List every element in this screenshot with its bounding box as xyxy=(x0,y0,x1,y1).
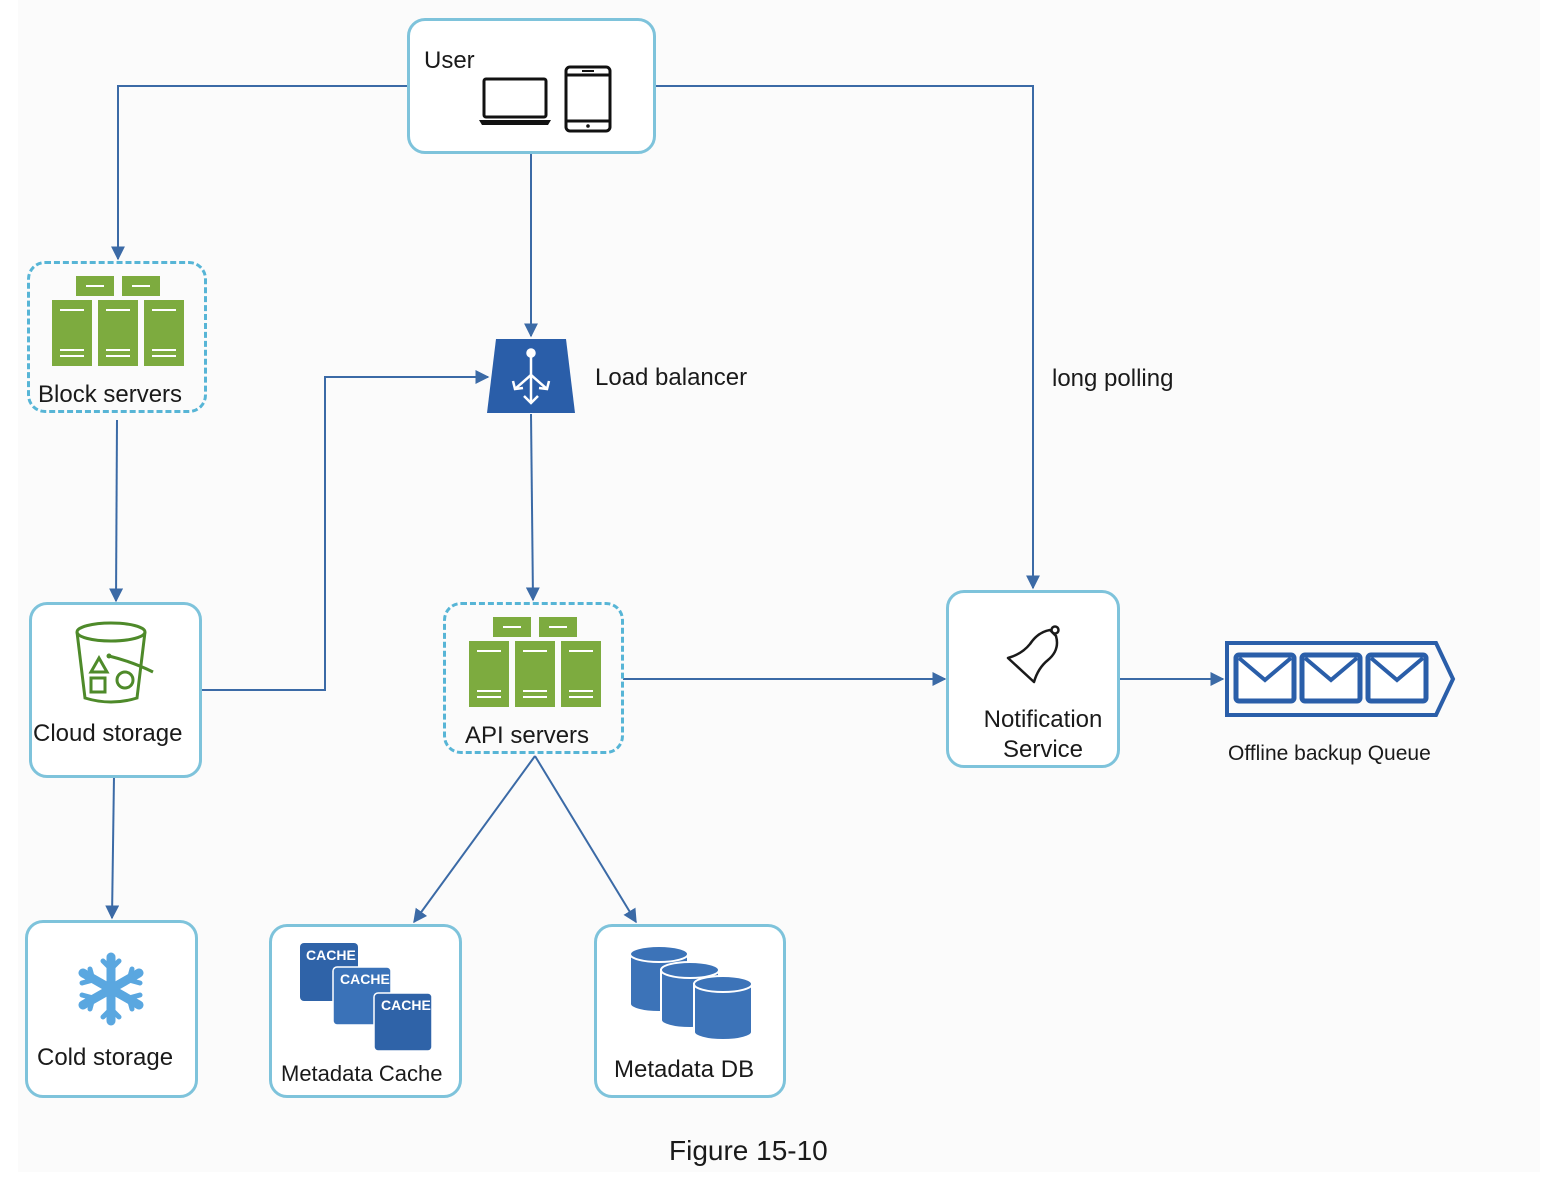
cache-icon: CACHE CACHE CACHE xyxy=(300,943,432,1053)
edge-api-to-metadata-cache xyxy=(413,755,536,924)
edge-cloud-storage-to-load-balancer xyxy=(202,370,490,691)
notification-service-node[interactable] xyxy=(946,590,1120,768)
user-node[interactable] xyxy=(407,18,656,154)
edge-api-to-metadata-db xyxy=(534,755,637,924)
long-polling-label: long polling xyxy=(1052,365,1174,392)
server-rack-icon xyxy=(469,617,601,707)
cache-chip-label-2: CACHE xyxy=(340,971,390,987)
metadata-db-label: Metadata DB xyxy=(614,1056,755,1083)
load-balancer-label: Load balancer xyxy=(595,364,748,391)
laptop-icon xyxy=(479,77,551,125)
cloud-storage-label: Cloud storage xyxy=(33,720,183,747)
edge-block-to-cloud-storage xyxy=(109,419,124,603)
api-servers-label: API servers xyxy=(465,722,590,749)
offline-queue-label: Offline backup Queue xyxy=(1228,742,1431,765)
figure-caption: Figure 15-10 xyxy=(669,1135,828,1166)
database-icon xyxy=(629,945,753,1041)
bell-icon xyxy=(1006,625,1060,684)
metadata-cache-label: Metadata Cache xyxy=(281,1061,443,1086)
user-label: User xyxy=(424,47,475,74)
tablet-icon xyxy=(564,65,612,133)
edge-user-to-block-servers xyxy=(111,85,408,261)
edge-cloud-to-cold-storage xyxy=(105,775,120,920)
cache-chip-label-3: CACHE xyxy=(381,997,431,1013)
cold-storage-label: Cold storage xyxy=(37,1044,174,1071)
envelope-queue-icon[interactable] xyxy=(1224,640,1456,718)
load-balancer-icon[interactable] xyxy=(486,337,576,415)
edge-user-to-notification xyxy=(655,85,1040,590)
api-servers-node[interactable] xyxy=(443,602,624,754)
edge-load-balancer-to-api xyxy=(525,413,540,602)
server-rack-icon xyxy=(52,276,184,366)
snowflake-icon xyxy=(78,952,144,1026)
cache-chip-label-1: CACHE xyxy=(306,947,356,963)
bucket-icon xyxy=(75,621,154,704)
block-servers-label: Block servers xyxy=(38,381,183,408)
notification-label-line1: Notification xyxy=(983,706,1103,733)
cloud-storage-node[interactable] xyxy=(29,602,202,778)
block-servers-node[interactable] xyxy=(27,261,207,413)
notification-label-line2: Service xyxy=(1002,736,1084,763)
